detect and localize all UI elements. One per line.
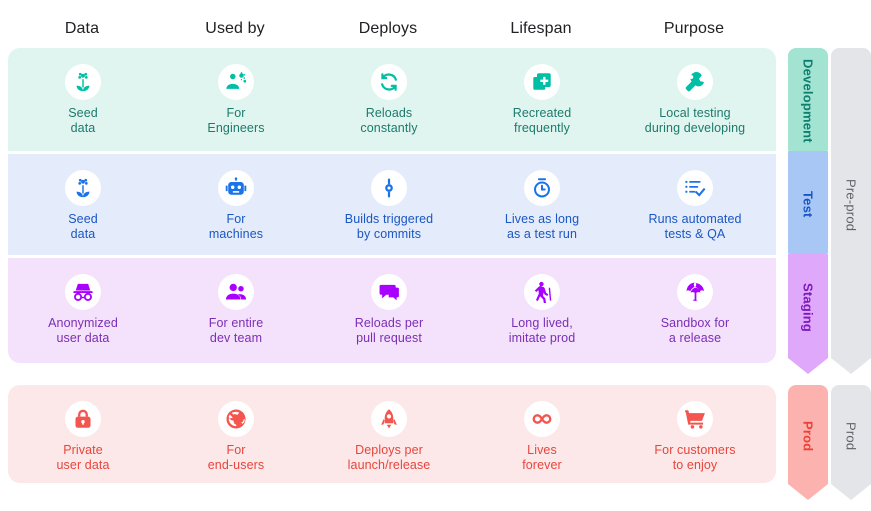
chat-bubble-icon: [371, 274, 407, 310]
column-header-deploys: Deploys: [358, 20, 418, 37]
cell-label: Reloads per pull request: [354, 316, 424, 345]
cell-development-used_by: For Engineers: [161, 48, 311, 151]
rocket-icon: [371, 401, 407, 437]
cell-staging-data: Anonymized user data: [8, 258, 158, 363]
cell-label: Builds triggered by commits: [344, 212, 434, 241]
env-row-test: Seed data For machines Builds triggered by…: [8, 154, 776, 255]
cell-staging-lifespan: Long lived, imitate prod: [467, 258, 617, 363]
column-header-purpose: Purpose: [663, 20, 725, 37]
cell-label: For end-users: [207, 443, 265, 472]
refresh-loop-icon: [371, 64, 407, 100]
cell-prod-deploys: Deploys per launch/release: [314, 385, 464, 483]
cell-label: Seed data: [68, 106, 98, 135]
robot-icon: [218, 170, 254, 206]
env-row-cells: Seed data For Engineers Reloads constantly…: [8, 48, 776, 151]
cell-prod-used_by: For end-users: [161, 385, 311, 483]
cell-development-lifespan: Recreated frequently: [467, 48, 617, 151]
beach-umbrella-icon: [677, 274, 713, 310]
seed-flower-icon: [65, 64, 101, 100]
globe-block-icon: [218, 401, 254, 437]
stage-chevron-label: Staging: [800, 283, 816, 333]
cell-label: Recreated frequently: [512, 106, 572, 135]
cell-label: Lives as long as a test run: [504, 212, 580, 241]
elderly-walk-icon: [524, 274, 560, 310]
cell-label: Deploys per launch/release: [347, 443, 431, 472]
shopping-cart-icon: [677, 401, 713, 437]
cell-development-data: Seed data: [8, 48, 158, 151]
stage-chevron-development[interactable]: Development: [788, 48, 828, 166]
seed-flower-icon: [65, 170, 101, 206]
lock-icon: [65, 401, 101, 437]
commit-icon: [371, 170, 407, 206]
cell-label: Lives forever: [522, 443, 562, 472]
cell-staging-used_by: For entire dev team: [161, 258, 311, 363]
engineer-gear-icon: [218, 64, 254, 100]
cell-test-data: Seed data: [8, 154, 158, 255]
checklist-icon: [677, 170, 713, 206]
cell-prod-data: Private user data: [8, 385, 158, 483]
people-icon: [218, 274, 254, 310]
cell-label: Local testing during developing: [644, 106, 746, 135]
cell-prod-lifespan: Lives forever: [467, 385, 617, 483]
env-row-staging: Anonymized user data For entire dev team R…: [8, 258, 776, 363]
group-column-prod[interactable]: Prod: [831, 385, 871, 500]
stage-chevron-label: Test: [800, 190, 816, 218]
stage-chevron-staging[interactable]: Staging: [788, 254, 828, 374]
column-header-row: Data Used by Deploys Lifespan Purpose: [0, 12, 775, 46]
cell-test-used_by: For machines: [161, 154, 311, 255]
stage-chevron-test[interactable]: Test: [788, 151, 828, 269]
cell-label: For Engineers: [207, 106, 265, 135]
env-row-prod: Private user data For end-users Deploys pe…: [8, 385, 776, 483]
column-header-used-by: Used by: [205, 20, 265, 37]
wrench-icon: [677, 64, 713, 100]
cell-label: Private user data: [56, 443, 110, 472]
env-row-cells: Private user data For end-users Deploys pe…: [8, 385, 776, 483]
cell-label: For machines: [208, 212, 264, 241]
cell-label: Seed data: [68, 212, 98, 241]
copy-add-icon: [524, 64, 560, 100]
stopwatch-icon: [524, 170, 560, 206]
stage-chevron-label: Prod: [800, 421, 816, 452]
cell-staging-purpose: Sandbox for a release: [620, 258, 770, 363]
cell-development-deploys: Reloads constantly: [314, 48, 464, 151]
cell-label: For entire dev team: [208, 316, 264, 345]
cell-label: Runs automated tests & QA: [648, 212, 742, 241]
env-row-development: Seed data For Engineers Reloads constantly…: [8, 48, 776, 151]
cell-label: Long lived, imitate prod: [508, 316, 576, 345]
stage-chevron-prod[interactable]: Prod: [788, 385, 828, 500]
group-column-pre-prod[interactable]: Pre-prod: [831, 48, 871, 374]
cell-label: Sandbox for a release: [660, 316, 730, 345]
cell-test-deploys: Builds triggered by commits: [314, 154, 464, 255]
cell-label: For customers to enjoy: [654, 443, 736, 472]
cell-staging-deploys: Reloads per pull request: [314, 258, 464, 363]
cell-prod-purpose: For customers to enjoy: [620, 385, 770, 483]
column-header-data: Data: [64, 20, 100, 37]
column-header-lifespan: Lifespan: [510, 20, 572, 37]
cell-label: Anonymized user data: [48, 316, 118, 345]
cell-development-purpose: Local testing during developing: [620, 48, 770, 151]
group-column-label: Pre-prod: [843, 178, 859, 232]
stage-chevron-label: Development: [800, 59, 816, 143]
env-row-cells: Anonymized user data For entire dev team R…: [8, 258, 776, 363]
cell-label: Reloads constantly: [360, 106, 418, 135]
cell-test-lifespan: Lives as long as a test run: [467, 154, 617, 255]
cell-test-purpose: Runs automated tests & QA: [620, 154, 770, 255]
incognito-icon: [65, 274, 101, 310]
infinity-icon: [524, 401, 560, 437]
env-row-cells: Seed data For machines Builds triggered by…: [8, 154, 776, 255]
group-column-label: Prod: [843, 422, 859, 451]
